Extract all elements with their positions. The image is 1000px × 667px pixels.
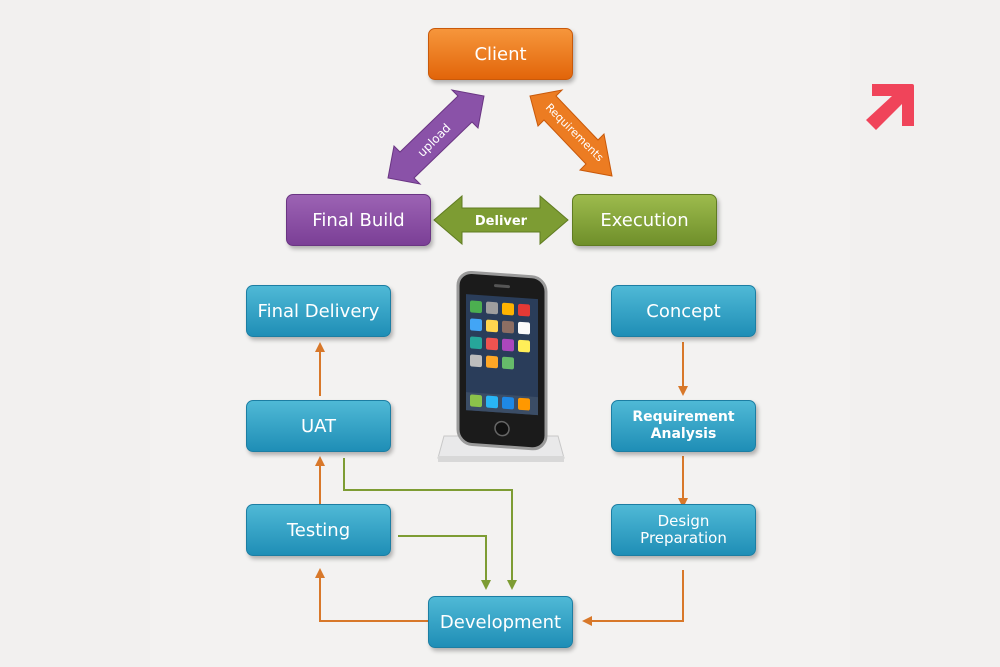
client-box: Client [428,28,573,80]
requirements-double-arrow: Requirements [529,89,613,177]
arrow-up-right-icon [866,84,914,130]
design-preparation-box: Design Preparation [611,504,756,556]
development-box: Development [428,596,573,648]
requirement-analysis-line1: Requirement [632,409,735,425]
arrow-design-to-development [582,570,684,626]
requirements-label: Requirements [543,101,606,164]
arrow-development-to-testing [315,568,428,622]
requirement-analysis-line2: Analysis [650,426,717,442]
app-icons [466,300,538,416]
deliver-label: Deliver [475,214,528,229]
final-delivery-box: Final Delivery [246,285,391,337]
arrow-uat-to-development [343,458,517,590]
uat-box: UAT [246,400,391,452]
upload-double-arrow: upload [387,89,485,185]
design-preparation-line2: Preparation [640,529,727,547]
final-build-box: Final Build [286,194,431,246]
concept-box: Concept [611,285,756,337]
design-preparation-line1: Design [657,512,710,530]
execution-box: Execution [572,194,717,246]
requirement-analysis-box: Requirement Analysis [611,400,756,452]
smartphone-illustration [437,270,565,462]
deliver-double-arrow: Deliver [433,194,569,246]
arrow-testing-to-development [398,535,491,590]
testing-box: Testing [246,504,391,556]
